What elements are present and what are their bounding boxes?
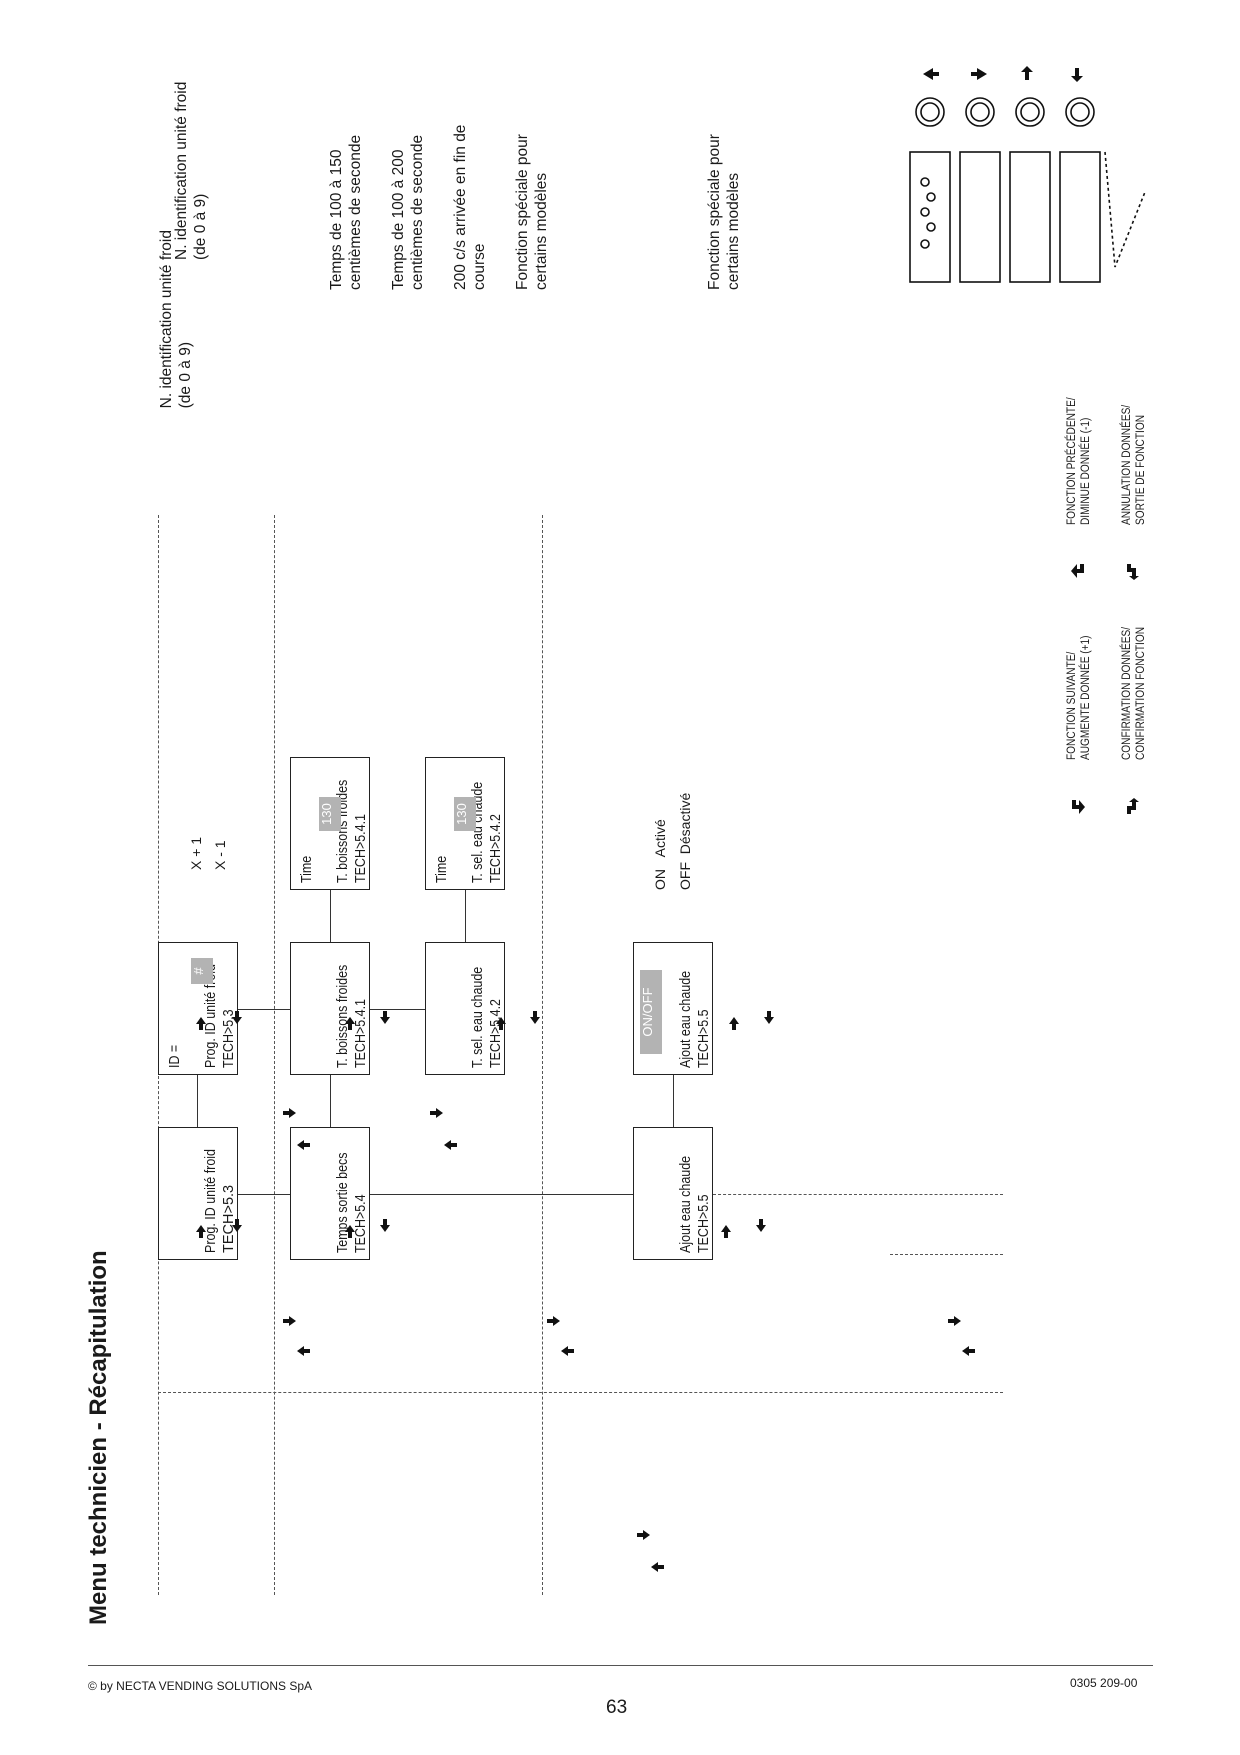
keypad-panel-icon (909, 66, 1146, 283)
arrow-enter-icon (1072, 800, 1085, 814)
footer-rule (88, 1665, 1153, 1667)
page-number: 63 (606, 1697, 628, 1718)
arrow-confirm-icon (1127, 798, 1139, 814)
doc-code: 0305 209-00 (1070, 1676, 1138, 1690)
arrow-cancel-icon (1127, 564, 1139, 580)
copyright: © by NECTA VENDING SOLUTIONS SpA (88, 1679, 313, 1693)
arrow-exit-icon (1071, 564, 1084, 578)
